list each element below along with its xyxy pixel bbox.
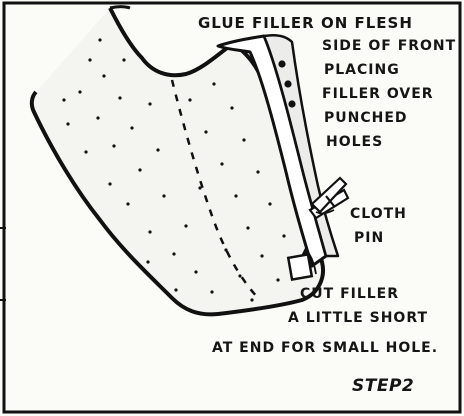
instruction-line: PUNCHED	[324, 110, 408, 126]
cut-filler-note: AT END FOR SMALL HOLE.	[212, 340, 438, 356]
step-label: STEP2	[352, 376, 414, 396]
cloth-pin-label: CLOTH	[350, 206, 407, 222]
cut-filler-note: A LITTLE SHORT	[288, 310, 428, 326]
instruction-line: PLACING	[324, 62, 400, 78]
upper-top-edge	[110, 7, 130, 9]
instruction-line: HOLES	[326, 134, 383, 150]
cut-filler-note: CUT FILLER	[300, 286, 399, 302]
small-hole-end	[288, 254, 312, 279]
instruction-line: FILLER OVER	[322, 86, 434, 102]
instruction-line: GLUE FILLER ON FLESH	[198, 14, 413, 32]
instruction-line: SIDE OF FRONT	[322, 38, 456, 54]
cloth-pin-label: PIN	[354, 230, 384, 246]
